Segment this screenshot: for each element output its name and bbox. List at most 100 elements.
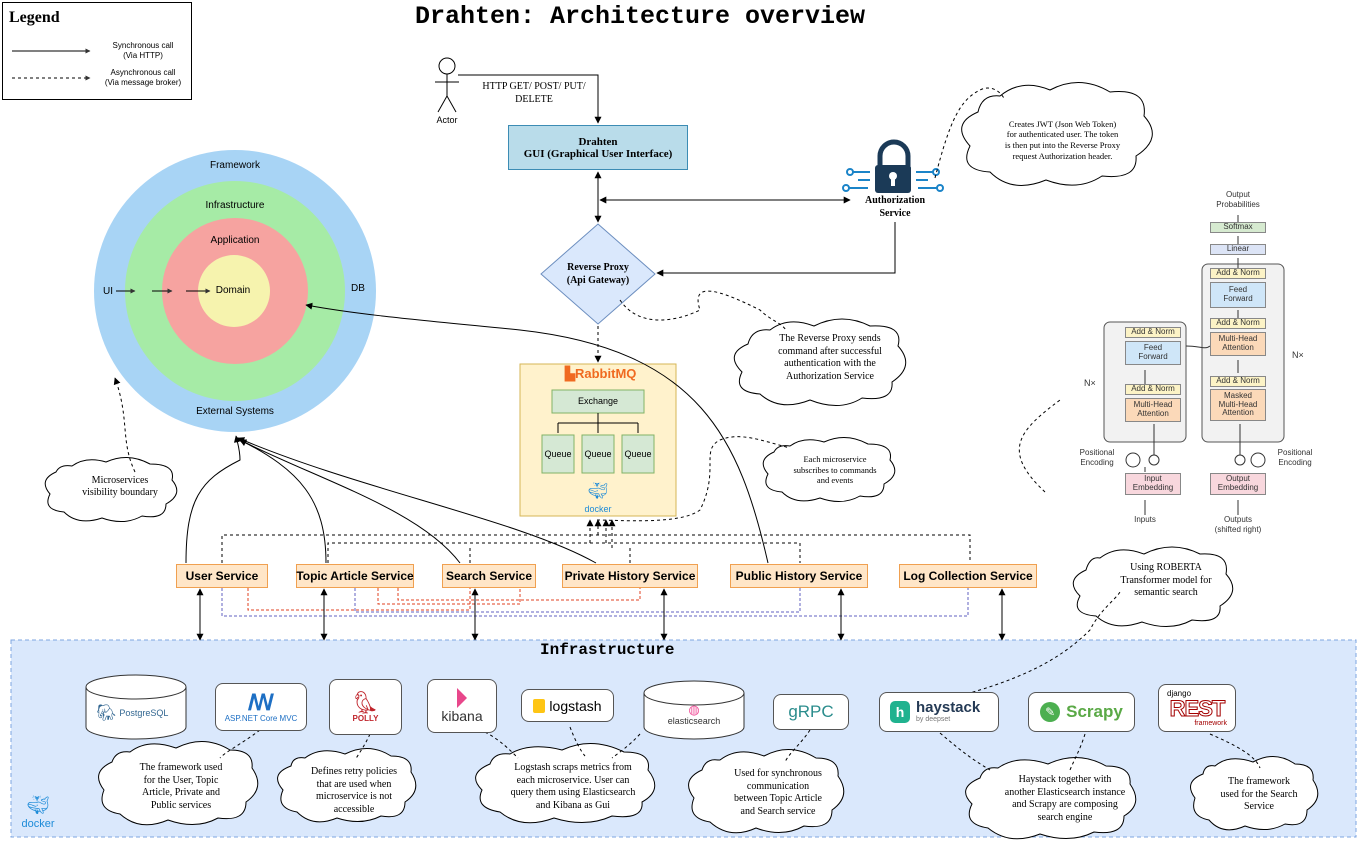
auth-note: Creates JWT (Json Web Token) for authent… — [1004, 118, 1121, 161]
elastic-icon: ◍ — [688, 702, 700, 717]
auth-note-cloud — [961, 81, 1153, 186]
haystack-note-cloud — [965, 757, 1137, 840]
db-label: DB — [351, 283, 365, 294]
ui-label: UI — [103, 286, 113, 297]
legend-async-label: Asynchronous call (Via message broker) — [104, 68, 182, 88]
infra-docker-icon: 🐳︎ — [26, 795, 50, 815]
legend-title: Legend — [9, 9, 60, 26]
tf-pos-enc-right: Positional Encoding — [1277, 448, 1313, 467]
search-service[interactable]: Search Service — [442, 564, 536, 588]
domain-label: Domain — [215, 285, 251, 296]
infrastructure-label: Infrastructure — [205, 200, 265, 211]
roberta-note: Using ROBERTA Transformer model for sema… — [1120, 562, 1212, 599]
actor-figure — [435, 57, 459, 113]
lock-shape — [842, 139, 944, 193]
infra-docker-label: docker — [21, 818, 55, 830]
grpc-logo: gRPC — [773, 694, 849, 730]
proxy-note: The Reverse Proxy sends command after su… — [778, 333, 882, 382]
kibana-icon — [457, 688, 467, 708]
docker-whale-icon: 🐳︎ — [587, 483, 609, 500]
aspnet-note: The framework used for the User, Topic A… — [139, 762, 223, 811]
tf-dec-addnorm-3: Add & Norm — [1210, 268, 1266, 279]
grpc-note: Used for synchronous communication betwe… — [734, 768, 822, 817]
tf-output-probs: Output Probabilities — [1216, 190, 1260, 209]
private-history-service[interactable]: Private History Service — [562, 564, 698, 588]
tf-dec-ffn: Feed Forward — [1210, 282, 1266, 308]
tf-input-embedding: Input Embedding — [1125, 473, 1181, 495]
logstash-note: Logstash scraps metrics from each micros… — [510, 762, 636, 811]
infrastructure-title: Infrastructure — [540, 641, 675, 659]
proxy-note-cloud — [733, 318, 907, 406]
django-rest-logo: django REST framework — [1158, 684, 1236, 732]
tf-enc-nx: N× — [1084, 378, 1096, 388]
rabbitmq-icon: ▙ — [565, 366, 575, 381]
elephant-icon: 🐘︎ — [96, 705, 117, 722]
parrot-icon: 🦜︎ — [351, 689, 380, 715]
actor-label: Actor — [436, 115, 458, 125]
grpc-note-cloud — [688, 749, 845, 834]
aspnet-note-cloud — [98, 741, 259, 826]
roberta-note-cloud — [1072, 546, 1234, 627]
gui-subtitle: GUI (Graphical User Interface) — [523, 147, 673, 160]
tf-dec-mha: Multi-Head Attention — [1210, 332, 1266, 356]
legend-box: Legend Synchronous call (Via HTTP) Async… — [2, 2, 192, 100]
haystack-note: Haystack together with another Elasticse… — [1004, 774, 1126, 823]
kibana-logo: kibana — [427, 679, 497, 733]
postgres-cylinder — [85, 687, 187, 740]
lock-icon — [845, 140, 945, 195]
logstash-icon — [533, 698, 546, 713]
tf-dec-nx: N× — [1292, 350, 1304, 360]
logstash-logo: logstash — [521, 689, 614, 722]
postgres-logo: 🐘︎PostgreSQL — [96, 705, 169, 722]
onion-note-cloud — [44, 457, 178, 522]
haystack-logo: h haystack by deepset — [879, 692, 999, 732]
tf-outputs: Outputs (shifted right) — [1214, 515, 1262, 534]
exchange-label: Exchange — [577, 396, 619, 406]
aspnet-logo: ꟿ ASP.NET Core MVC — [215, 683, 307, 731]
user-service[interactable]: User Service — [176, 564, 268, 588]
external-systems-label: External Systems — [196, 406, 274, 417]
reverse-proxy-label[interactable]: Reverse Proxy (Api Gateway) — [566, 262, 630, 286]
auth-service-label[interactable]: Authorization Service — [865, 195, 925, 219]
tf-linear: Linear — [1210, 244, 1266, 255]
queue-1: Queue — [544, 449, 572, 459]
tf-pos-enc-left: Positional Encoding — [1079, 448, 1115, 467]
queue-2: Queue — [584, 449, 612, 459]
tf-enc-addnorm-2: Add & Norm — [1125, 327, 1181, 338]
tf-inputs: Inputs — [1134, 515, 1156, 524]
gui-box[interactable]: Drahten GUI (Graphical User Interface) — [508, 125, 688, 170]
rabbit-note: Each microservice subscribes to commands… — [793, 454, 877, 486]
public-history-service[interactable]: Public History Service — [730, 564, 868, 588]
haystack-icon: h — [890, 701, 910, 723]
rabbitmq-logo: ▙RabbitMQ — [565, 366, 637, 381]
tf-dec-addnorm-1: Add & Norm — [1210, 376, 1266, 387]
rabbit-docker-label: docker — [584, 504, 612, 514]
scrapy-logo: ✎ Scrapy — [1028, 692, 1135, 732]
polly-note: Defines retry policies that are used whe… — [310, 766, 398, 815]
django-note-cloud — [1190, 756, 1319, 831]
scrapy-icon: ✎ — [1040, 702, 1061, 722]
legend-sync-label: Synchronous call (Via HTTP) — [112, 41, 174, 61]
tf-softmax: Softmax — [1210, 222, 1266, 233]
onion-note: Microservices visibility boundary — [82, 474, 158, 499]
tf-dec-addnorm-2: Add & Norm — [1210, 318, 1266, 329]
queue-3: Queue — [624, 449, 652, 459]
gui-title: Drahten — [578, 135, 618, 148]
tf-output-embedding: Output Embedding — [1210, 473, 1266, 495]
domain-core — [198, 255, 270, 327]
tf-enc-ffn: Feed Forward — [1125, 341, 1181, 365]
reverse-proxy-diamond — [540, 223, 656, 325]
tf-enc-mha: Multi-Head Attention — [1125, 398, 1181, 422]
elastic-logo: ◍ elasticsearch — [644, 703, 744, 726]
django-note: The framework used for the Search Servic… — [1220, 776, 1298, 813]
tf-dec-masked-mha: Masked Multi-Head Attention — [1210, 389, 1266, 421]
rabbit-note-cloud — [762, 437, 896, 502]
elastic-cylinder — [643, 693, 745, 740]
topic-article-service[interactable]: Topic Article Service — [296, 564, 414, 588]
framework-label: Framework — [209, 160, 260, 171]
tf-enc-addnorm-1: Add & Norm — [1125, 384, 1181, 395]
http-request-label: HTTP GET/ POST/ PUT/ DELETE — [482, 81, 586, 105]
aspnet-icon: ꟿ — [247, 689, 275, 715]
polly-note-cloud — [277, 748, 417, 823]
log-collection-service[interactable]: Log Collection Service — [899, 564, 1037, 588]
